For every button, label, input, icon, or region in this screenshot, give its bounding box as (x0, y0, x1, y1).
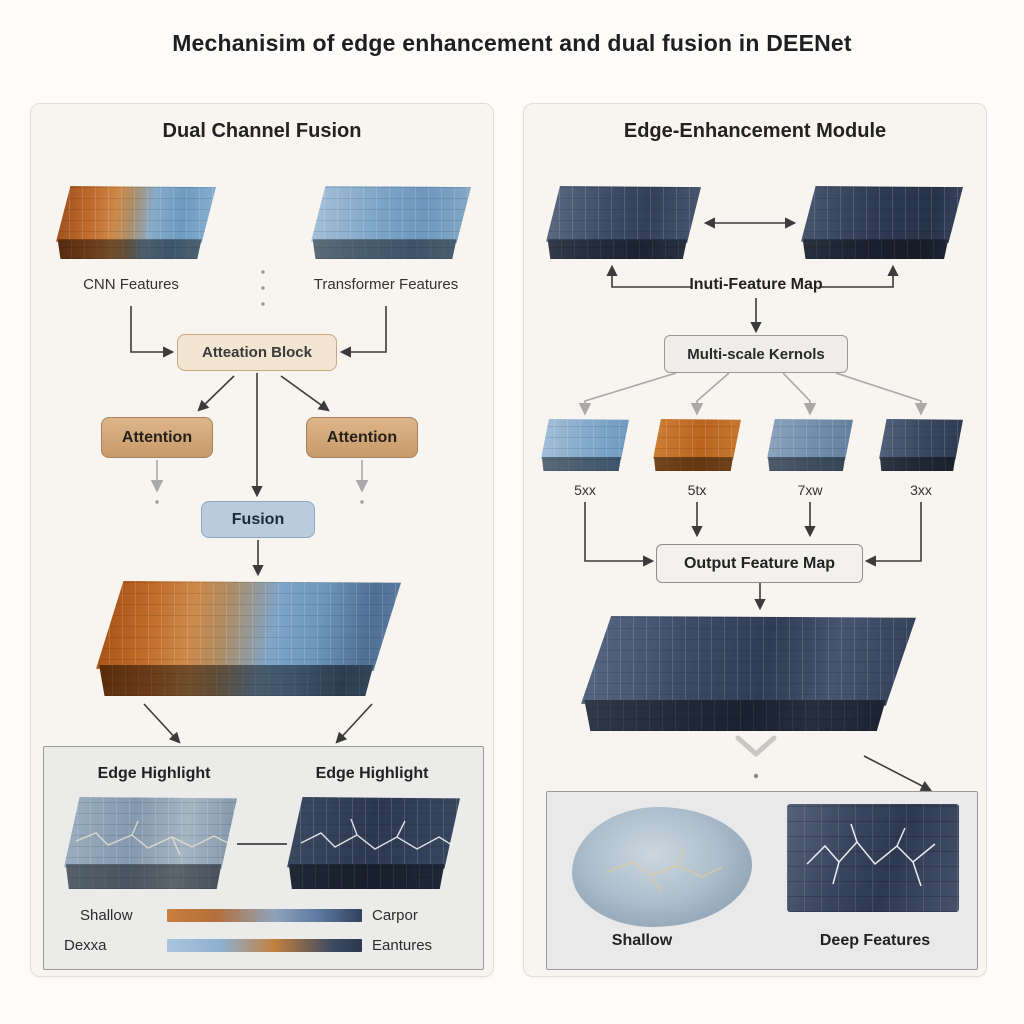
left-panel-title: Dual Channel Fusion (162, 120, 362, 142)
edge-highlight-right-title: Edge Highlight (315, 765, 429, 782)
legend-bar-deep (167, 939, 362, 952)
slab-top-face (767, 419, 853, 460)
crack-lines (606, 848, 723, 893)
slab-front-face (99, 664, 374, 696)
right-panel-title: Edge-Enhancement Module (623, 120, 887, 142)
slab-front-face (767, 456, 846, 471)
slab-top-face (287, 797, 460, 869)
slab-top-face (801, 186, 963, 243)
attention-right-box: Attention (306, 417, 418, 458)
slab-top-face (311, 186, 471, 243)
transformer-features-label: Transformer Features (313, 276, 459, 293)
legend-shallow-label: Shallow (80, 907, 133, 924)
kernel-map-1 (541, 419, 629, 471)
kernel-size-label-1: 5xx (574, 482, 596, 498)
shallow-deep-box: Shallow Deep Features (546, 791, 978, 970)
slab-front-face (57, 239, 202, 259)
slab-front-face (65, 864, 222, 889)
figure-title: Mechanisim of edge enhancement and dual … (172, 30, 852, 56)
kernel-size-label-3: 7xw (797, 482, 823, 498)
slab-top-face (541, 419, 629, 460)
deep-features-label: Deep Features (819, 932, 931, 949)
fusion-box: Fusion (201, 501, 315, 538)
output-feature-map-box: Output Feature Map (656, 544, 863, 583)
edge-highlight-left-title: Edge Highlight (97, 765, 211, 782)
slab-front-face (547, 239, 688, 259)
attention-left-box: Attention (101, 417, 213, 458)
kernel-size-label-2: 5tx (687, 482, 707, 498)
deep-edge-map (287, 797, 460, 889)
slab-top-face (546, 186, 701, 243)
slab-top-face (96, 581, 401, 671)
panel-dual-channel-fusion: Dual Channel Fusion CNN Features Transfo… (30, 103, 494, 977)
kernel-map-4 (879, 419, 963, 471)
kernel-map-3 (767, 419, 853, 471)
slab-top-face (56, 186, 216, 243)
multi-scale-kernels-box: Multi-scale Kernols (664, 335, 848, 373)
deep-features-map (787, 804, 959, 912)
legend-dexxa-label: Dexxa (64, 937, 107, 954)
slab-front-face (879, 456, 956, 471)
slab-top-face (879, 419, 963, 460)
slab-top-face (64, 797, 237, 869)
legend-eantures-label: Eantures (372, 937, 433, 954)
crack-lines (806, 823, 936, 887)
output-feature-map-large (581, 616, 916, 731)
input-feature-map-label: Inuti-Feature Map (689, 276, 823, 293)
slab-front-face (312, 239, 457, 259)
attention-block-box: Atteation Block (177, 334, 337, 371)
edge-maps-connector (237, 843, 287, 845)
edge-highlight-box: Edge Highlight Edge Highlight Shallow Ca… (43, 746, 484, 970)
slab-front-face (288, 864, 445, 889)
input-feature-map-right (801, 186, 963, 259)
kernel-size-label-4: 3xx (910, 482, 932, 498)
input-feature-map-left (546, 186, 701, 259)
panel-edge-enhancement-module: Edge-Enhancement Module Inuti-Feature Ma… (523, 103, 987, 977)
slab-front-face (584, 699, 886, 731)
shallow-features-blob (572, 807, 752, 927)
legend-bar-shallow (167, 909, 362, 922)
legend-carpor-label: Carpor (372, 907, 418, 924)
cnn-features-map (56, 186, 216, 259)
shallow-label: Shallow (611, 932, 673, 949)
slab-front-face (541, 456, 622, 471)
slab-front-face (802, 239, 949, 259)
shallow-edge-map (64, 797, 237, 889)
kernel-map-2 (653, 419, 741, 471)
slab-top-face (581, 616, 916, 706)
fused-feature-map (96, 581, 401, 696)
slab-front-face (653, 456, 734, 471)
slab-top-face (653, 419, 741, 460)
transformer-features-map (311, 186, 471, 259)
cnn-features-label: CNN Features (83, 276, 179, 293)
